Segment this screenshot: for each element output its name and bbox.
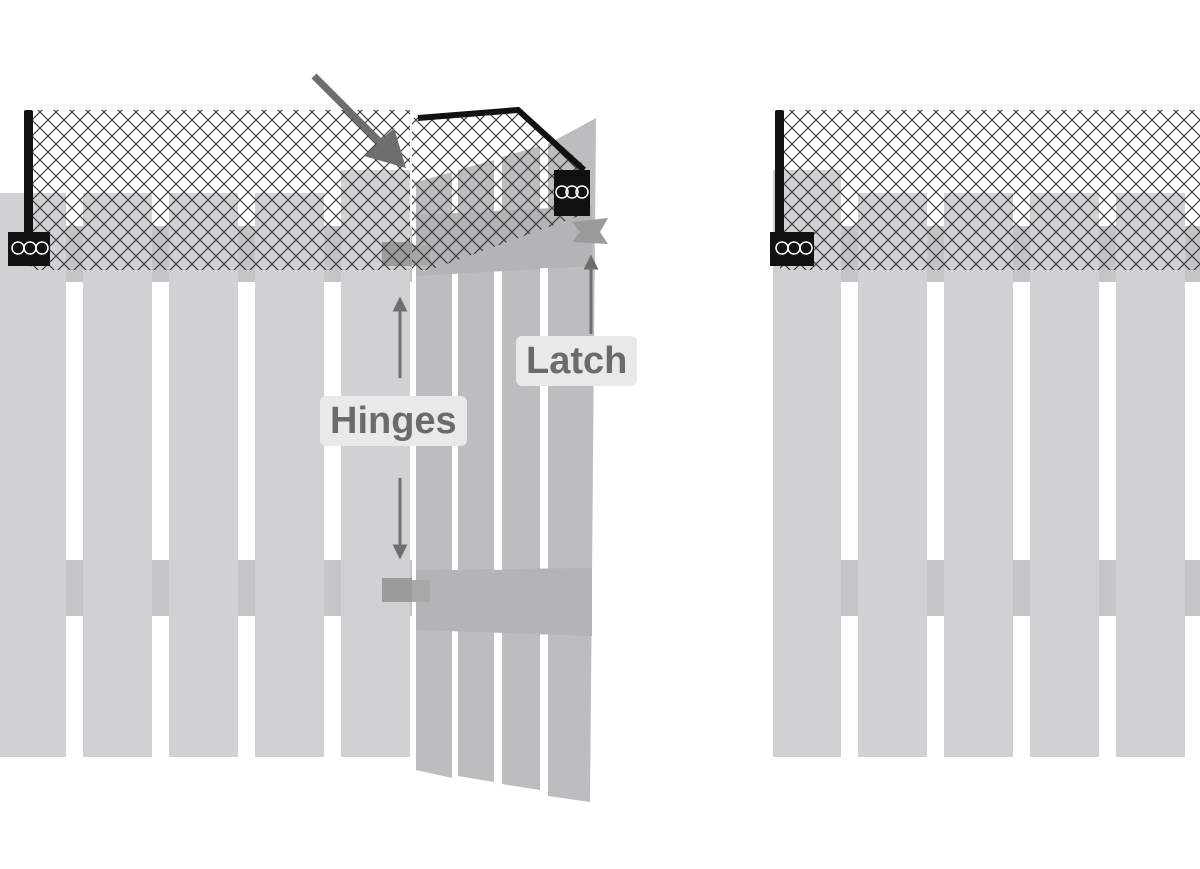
hinge-icon: [382, 578, 430, 602]
chain-link-mesh: [30, 110, 590, 270]
hinges-label: Hinges: [320, 396, 467, 446]
chain-link-mesh: [780, 110, 1200, 270]
fence-board: [1030, 193, 1099, 757]
fence-post-icon: [770, 110, 814, 266]
right-fence-section: [773, 170, 1200, 757]
latch-label: Latch: [516, 336, 638, 386]
fence-board: [0, 193, 66, 757]
tension-bracket-icon: [770, 232, 814, 266]
gate-gap: [540, 268, 548, 568]
fence-post-icon: [8, 110, 50, 266]
top-rail-bar: [417, 106, 587, 173]
fence-board: [1116, 193, 1185, 757]
left-fence-section: [0, 170, 412, 757]
fence-board: [83, 193, 152, 757]
fence-board: [944, 193, 1013, 757]
gate-rail-lower: [416, 568, 592, 636]
fence-board: [858, 193, 927, 757]
tension-bracket-icon: [8, 232, 50, 266]
fence-board: [169, 193, 238, 757]
latch-icon: [572, 218, 608, 244]
tension-bracket-icon: [554, 170, 590, 216]
fence-board: [255, 193, 324, 757]
gate-gap: [494, 274, 502, 570]
pointer-arrow-icon: [311, 73, 406, 168]
